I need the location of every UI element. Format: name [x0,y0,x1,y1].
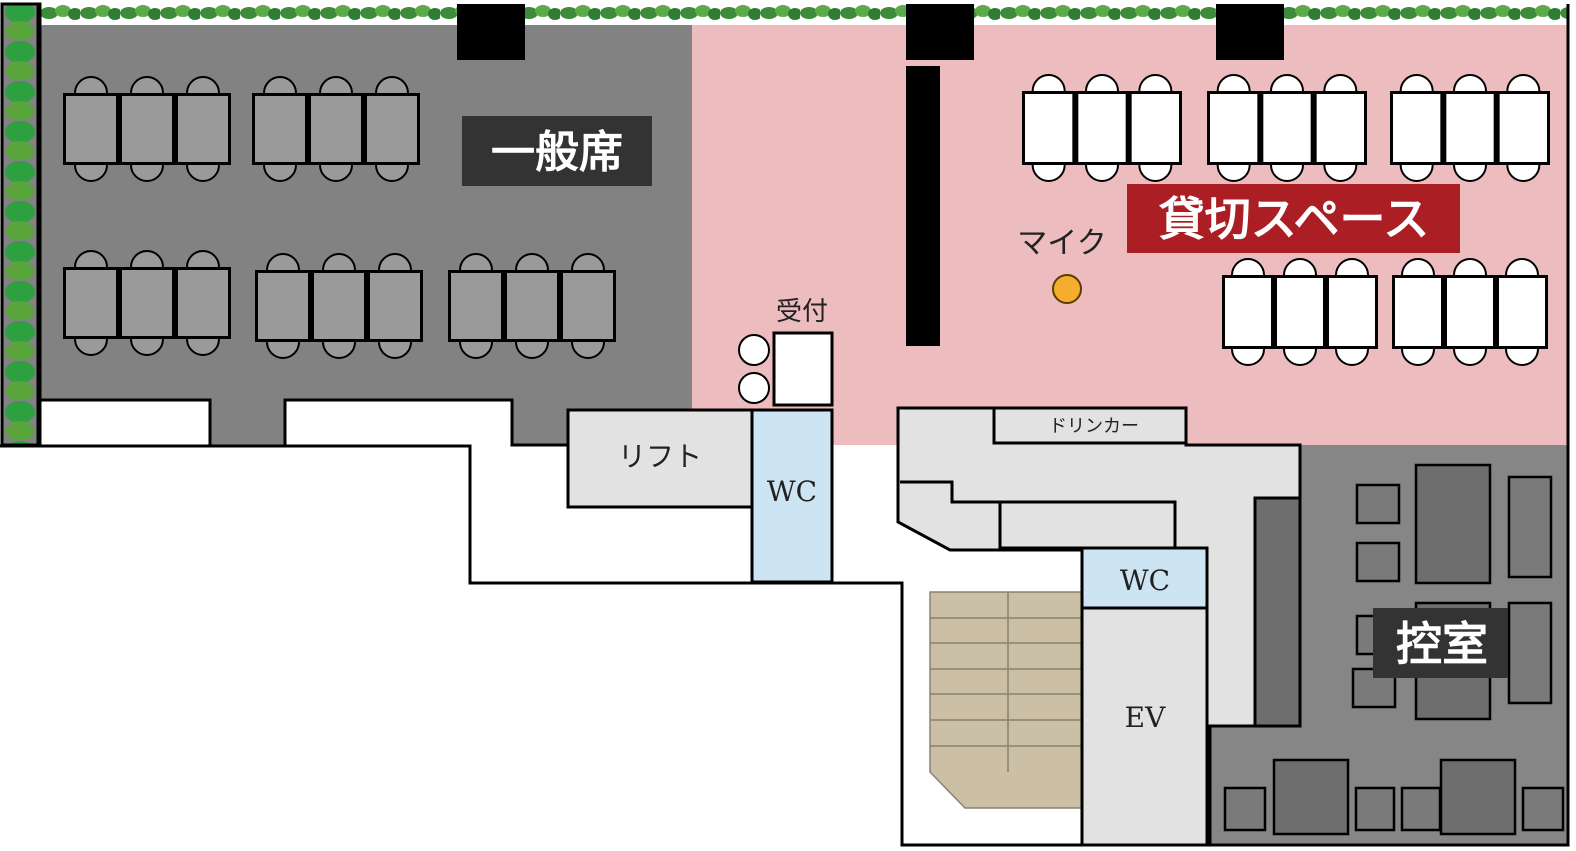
hedge-top [40,4,1568,26]
table [1395,278,1441,346]
table [178,96,228,162]
table [66,96,116,162]
table [1025,94,1073,162]
microphone-marker [1052,274,1082,304]
table [1499,94,1547,162]
table [66,270,116,336]
table [314,273,364,339]
general-seating-area [0,2,692,447]
table [1210,94,1258,162]
table-group [63,250,231,356]
table [1277,278,1323,346]
table [1078,94,1126,162]
table [367,96,417,162]
table-group [63,76,231,182]
table-group [252,76,420,182]
waiting-room-furniture [1223,463,1565,836]
table-group [448,253,616,359]
microphone-label: マイク [1017,226,1106,261]
wc-left [750,408,834,584]
wc-right-label: WC [1120,564,1170,597]
elevator [1080,606,1209,847]
table [1446,94,1494,162]
table [122,270,172,336]
table-group [1390,74,1550,182]
table [1393,94,1441,162]
lift-label: リフト [618,440,702,473]
lift [566,408,754,509]
waiting-room-label-bg [1373,608,1508,678]
general-seating-label: 一般席 [491,127,623,178]
service-area [896,406,1302,728]
table [1225,278,1271,346]
reception-label: 受付 [776,297,828,327]
pillars [457,4,1284,60]
private-space-label-bg [1127,184,1460,253]
table-group [1392,258,1548,366]
reception [738,331,834,407]
table [1316,94,1364,162]
wc-right [1080,546,1209,610]
elevator-label: EV [1125,701,1166,734]
table-group [1022,74,1182,182]
general-seating-label-bg [462,116,652,186]
wc-left-label: WC [767,475,817,508]
table [1447,278,1493,346]
table [122,96,172,162]
drinker-label: ドリンカー [1049,416,1139,437]
table [563,273,613,339]
general-tables [63,76,616,359]
table-group [255,253,423,359]
table-group [1207,74,1367,182]
table [1263,94,1311,162]
table [178,270,228,336]
table [1499,278,1545,346]
private-space-label: 貸切スペース [1159,192,1429,246]
table [507,273,557,339]
table [255,96,305,162]
table-group [1222,258,1378,366]
waiting-room-label: 控室 [1396,617,1488,671]
table [1329,278,1375,346]
table [258,273,308,339]
table [370,273,420,339]
stairs [929,591,1083,809]
partition-wall [906,66,940,346]
private-tables [1022,74,1550,366]
table [311,96,361,162]
table [451,273,501,339]
table [1131,94,1179,162]
